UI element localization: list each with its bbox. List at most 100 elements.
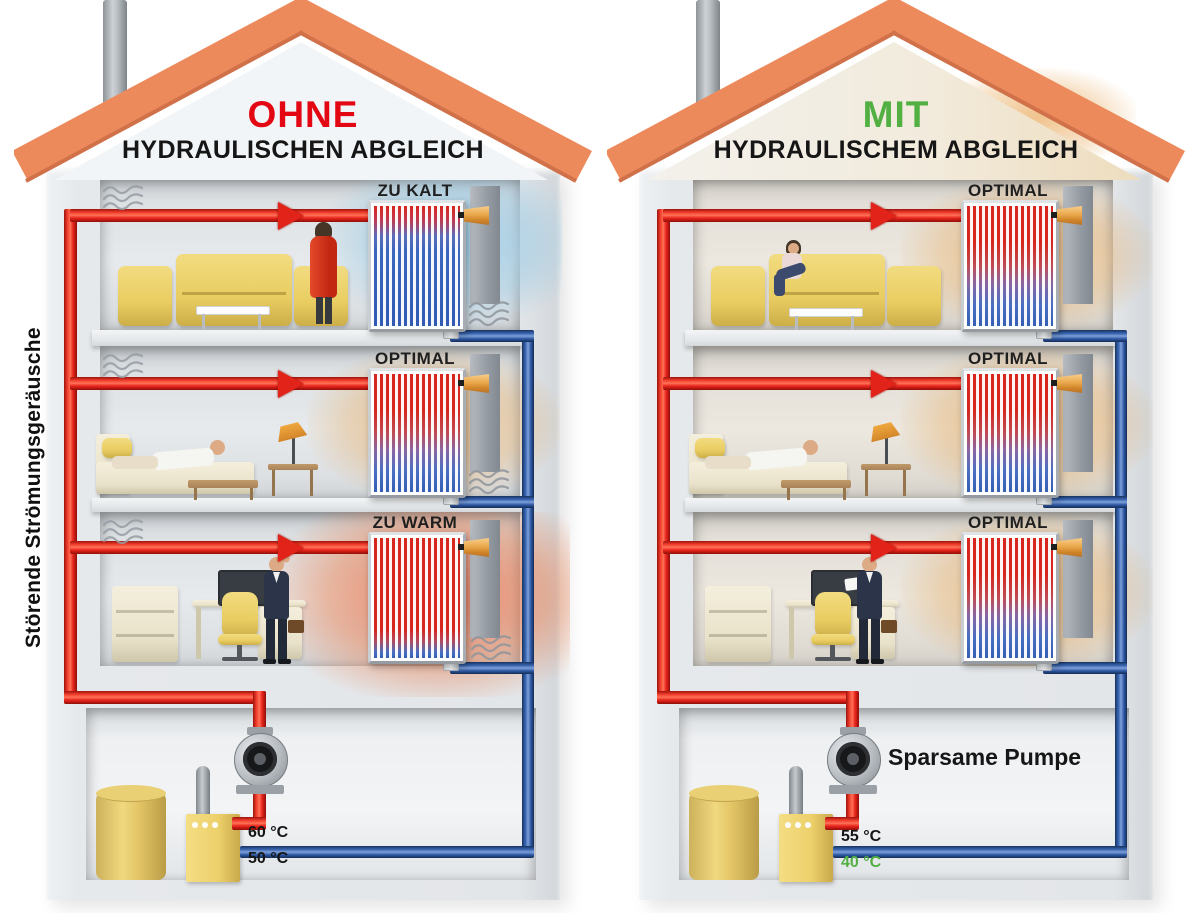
shirt	[151, 447, 215, 471]
wall-recess	[1063, 520, 1093, 638]
floor-slab	[685, 330, 1121, 346]
person-leg	[316, 297, 323, 324]
flue-pipe-icon	[196, 766, 210, 818]
office-chair-back	[222, 592, 258, 638]
storage-tank-icon	[96, 785, 166, 880]
chair-pole	[237, 645, 242, 657]
flow-arrow-icon	[871, 534, 897, 562]
side-label-noise: Störende Strömungsgeräusche	[22, 327, 45, 648]
return-pipe-basement	[240, 846, 534, 858]
flow-arrow-icon	[278, 370, 304, 398]
person-head	[210, 440, 225, 455]
person-leg	[266, 619, 275, 660]
person-legs	[112, 456, 158, 469]
radiator-fins	[374, 206, 460, 326]
chair-base	[222, 657, 258, 661]
roof-left-icon	[14, 0, 592, 183]
person-leg	[278, 619, 287, 660]
shirt	[744, 447, 808, 471]
wall-recess	[1063, 354, 1093, 472]
return-pipe-floor1	[450, 330, 534, 342]
boiler-outlet-pipe	[232, 817, 266, 830]
person-lying-man	[705, 438, 821, 474]
office-chair-back	[815, 592, 851, 638]
title-ohne: OHNE	[247, 94, 359, 135]
table-leg	[787, 488, 790, 500]
coffee-table	[188, 480, 258, 488]
flow-temp-right: 55 °C	[841, 828, 882, 845]
pillow	[695, 438, 725, 458]
title-mit: MIT	[862, 94, 930, 135]
lamp-arm	[885, 436, 888, 464]
floor-slab	[92, 330, 528, 346]
shoe	[871, 659, 884, 664]
pump-flange	[840, 727, 866, 735]
return-riser-pipe	[1115, 334, 1127, 854]
supply-pipe-basement	[64, 691, 266, 704]
flow-noise-icon	[102, 185, 144, 211]
person-lying-man	[112, 438, 228, 474]
return-pipe-basement	[833, 846, 1127, 858]
office-chair-seat	[218, 634, 262, 645]
armchair	[118, 266, 172, 326]
supply-pipe-floor3	[663, 541, 965, 554]
radiator-too-warm	[368, 532, 466, 664]
radiator-optimal	[368, 368, 466, 498]
pump-hub	[254, 753, 266, 765]
table-leg	[843, 488, 846, 500]
table-leg	[310, 470, 313, 496]
table-leg	[851, 316, 854, 330]
person-face	[788, 243, 799, 254]
chair-base	[815, 657, 851, 661]
supply-pipe-to-pump	[253, 691, 266, 737]
floor-label-optimal: OPTIMAL	[968, 513, 1048, 532]
title-left-rest: HYDRAULISCHEN ABGLEICH	[121, 136, 485, 164]
floor-label-optimal: OPTIMAL	[375, 349, 455, 368]
radiator-too-cold	[368, 200, 466, 332]
shirt	[866, 572, 873, 583]
shirt	[273, 572, 280, 583]
wall-recess	[470, 354, 500, 472]
radiator-fins	[374, 538, 460, 658]
flow-arrow-icon	[871, 202, 897, 230]
pump-label: Sparsame Pumpe	[888, 744, 1082, 770]
storage-tank-icon	[689, 785, 759, 880]
pump-base	[236, 785, 284, 794]
floor-slab	[685, 498, 1121, 512]
supply-riser-pipe	[64, 209, 77, 704]
flow-arrow-icon	[278, 534, 304, 562]
supply-riser-pipe	[657, 209, 670, 704]
desk-leg	[196, 607, 201, 659]
briefcase-icon	[881, 620, 897, 633]
pump-flange	[247, 727, 273, 735]
supply-pipe-basement	[657, 691, 859, 704]
person-head	[803, 440, 818, 455]
return-pipe-floor1	[1043, 330, 1127, 342]
radiator-fins	[967, 374, 1053, 492]
table-leg	[272, 470, 275, 496]
boiler-light	[202, 822, 208, 828]
chair-pole	[830, 645, 835, 657]
supply-pipe-to-pump	[846, 691, 859, 737]
lamp-arm	[292, 436, 295, 464]
boiler-light	[192, 822, 198, 828]
person-legs	[774, 274, 785, 296]
wall-recess	[470, 520, 500, 638]
side-table	[268, 464, 318, 470]
boiler-light	[212, 822, 218, 828]
person-leg	[859, 619, 868, 660]
coffee-table	[196, 306, 270, 315]
radiator-optimal	[961, 200, 1059, 332]
table-leg	[194, 488, 197, 500]
table-leg	[865, 470, 868, 496]
radiator-fins	[967, 206, 1053, 326]
floor-label-too-cold: ZU KALT	[377, 181, 453, 200]
cabinet-line	[116, 634, 174, 637]
table-leg	[250, 488, 253, 500]
sofa	[176, 254, 292, 326]
flow-arrow-icon	[278, 202, 304, 230]
radiator-optimal	[961, 532, 1059, 664]
table-leg	[795, 316, 798, 330]
side-table	[861, 464, 911, 470]
